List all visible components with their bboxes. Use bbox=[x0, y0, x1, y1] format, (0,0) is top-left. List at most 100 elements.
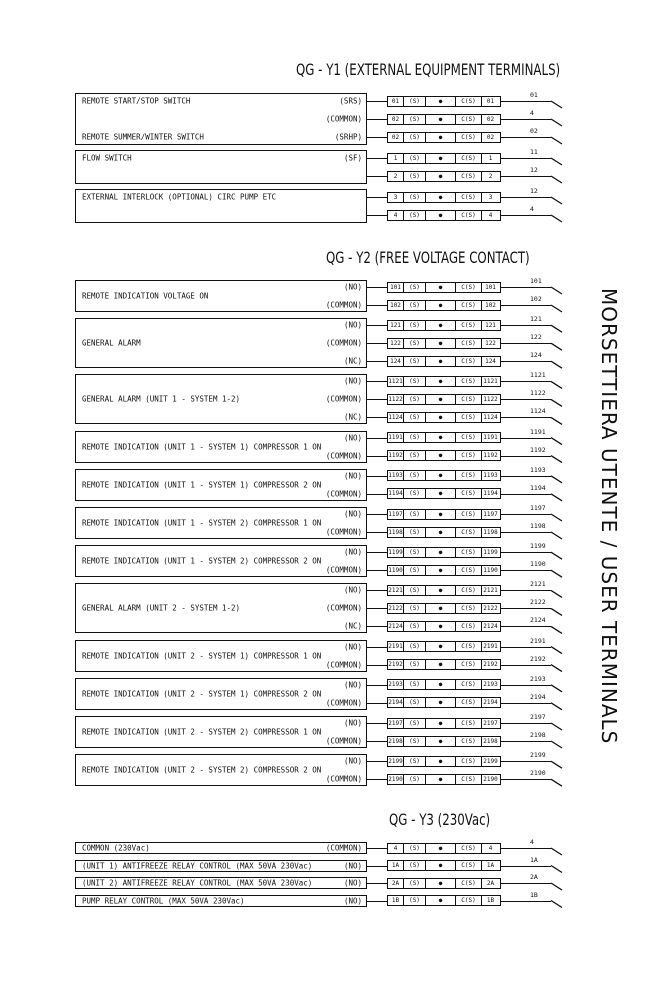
title-y3: QG - Y3 (230Vac) bbox=[389, 810, 491, 829]
terminal-number-out: 2122 bbox=[483, 604, 498, 612]
wire-line bbox=[501, 305, 551, 306]
connector-line bbox=[367, 493, 387, 495]
fuse-symbol: (S) bbox=[404, 565, 426, 575]
terminal-number: 1192 bbox=[388, 451, 404, 461]
wire-number: 102 bbox=[530, 295, 542, 303]
connector-line bbox=[367, 305, 387, 306]
terminal-number-out: 2191 bbox=[483, 643, 498, 651]
wire-line bbox=[501, 475, 551, 477]
group-box bbox=[75, 716, 367, 748]
wire-line bbox=[501, 590, 551, 592]
link-dot: ● bbox=[426, 96, 456, 106]
link-dot: ● bbox=[426, 621, 456, 631]
wire-line bbox=[501, 493, 551, 495]
fuse-symbol: (S) bbox=[404, 878, 426, 888]
link-dot: ● bbox=[426, 356, 456, 366]
wire-number: 2191 bbox=[530, 636, 546, 645]
terminal-block: 1199(S)●C(S)1199 bbox=[387, 546, 501, 558]
terminal-block: 2121(S)●C(S)2121 bbox=[387, 584, 501, 596]
link-dot: ● bbox=[426, 756, 456, 766]
group-label: REMOTE INDICATION (UNIT 2 - SYSTEM 2) CO… bbox=[82, 727, 322, 737]
link-dot: ● bbox=[426, 171, 456, 181]
wire-number: 2197 bbox=[530, 713, 546, 721]
connector-line bbox=[367, 437, 387, 439]
terminal-number: 2190 bbox=[388, 774, 404, 784]
signal-label: (COMMON) bbox=[325, 774, 362, 784]
terminal-block: 101(S)●C(S)101 bbox=[387, 281, 501, 293]
terminal-block: 1191(S)●C(S)1191 bbox=[387, 432, 501, 444]
fuse-symbol: (S) bbox=[404, 660, 426, 670]
connector-line bbox=[367, 514, 387, 515]
signal-label: (NO) bbox=[343, 376, 362, 386]
link-symbol: C(S) bbox=[456, 527, 482, 537]
group-box bbox=[75, 894, 367, 907]
terminal-number: 1193 bbox=[388, 471, 404, 481]
group-label: PUMP RELAY CONTROL (MAX 50VA 230Vac) bbox=[82, 896, 245, 905]
link-symbol: C(S) bbox=[456, 192, 482, 202]
link-symbol: C(S) bbox=[456, 878, 482, 888]
wire-number: 1199 bbox=[530, 542, 546, 551]
connector-line bbox=[367, 552, 387, 554]
terminal-number-out: 2198 bbox=[483, 737, 498, 745]
wire-number: 101 bbox=[530, 277, 542, 285]
terminal-number: 2A bbox=[388, 878, 404, 888]
link-symbol: C(S) bbox=[456, 896, 482, 905]
wire-line bbox=[501, 570, 551, 572]
wire-number: 1198 bbox=[530, 522, 546, 530]
link-symbol: C(S) bbox=[456, 585, 482, 595]
terminal-block: 2191(S)●C(S)2191 bbox=[387, 641, 501, 653]
link-symbol: C(S) bbox=[456, 300, 482, 310]
terminal-number-out: 121 bbox=[485, 321, 496, 329]
signal-label: (NO) bbox=[343, 642, 362, 652]
link-symbol: C(S) bbox=[456, 433, 482, 443]
wire-number: 1194 bbox=[530, 483, 546, 492]
link-symbol: C(S) bbox=[456, 736, 482, 746]
wire-number: 1193 bbox=[530, 465, 546, 474]
connector-line bbox=[367, 176, 387, 177]
group-box bbox=[75, 842, 367, 854]
signal-label: (SRHP) bbox=[334, 132, 362, 142]
link-dot: ● bbox=[426, 433, 456, 443]
wire-number: 12 bbox=[530, 187, 538, 195]
connector-line bbox=[367, 101, 387, 102]
link-dot: ● bbox=[426, 210, 456, 220]
link-symbol: C(S) bbox=[456, 338, 482, 348]
signal-label: (COMMON) bbox=[325, 660, 362, 670]
wire-line bbox=[501, 883, 551, 884]
connector-line bbox=[367, 361, 387, 363]
signal-label: (SRS) bbox=[339, 96, 362, 106]
group-box bbox=[75, 280, 367, 312]
wire-number: 2122 bbox=[530, 598, 546, 607]
terminal-block: 2A(S)●C(S)2A bbox=[387, 877, 501, 889]
terminal-number-out: 01 bbox=[486, 97, 495, 105]
terminal-number: 1199 bbox=[388, 547, 404, 557]
signal-label: (COMMON) bbox=[325, 451, 362, 461]
link-dot: ● bbox=[426, 509, 456, 519]
connector-line bbox=[367, 608, 387, 610]
connector-line bbox=[367, 570, 387, 572]
wire-number: 1122 bbox=[530, 389, 546, 398]
link-symbol: C(S) bbox=[456, 861, 482, 870]
group-box bbox=[75, 150, 367, 184]
terminal-number: 102 bbox=[388, 300, 404, 310]
fuse-symbol: (S) bbox=[404, 376, 426, 386]
fuse-symbol: (S) bbox=[404, 756, 426, 766]
group-label: REMOTE INDICATION (UNIT 2 - SYSTEM 2) CO… bbox=[82, 765, 322, 775]
wire-number: 2121 bbox=[530, 580, 546, 589]
terminal-number-out: 1190 bbox=[483, 566, 498, 574]
terminal-number-out: 2194 bbox=[483, 699, 498, 707]
terminal-block: 1B(S)●C(S)1B bbox=[387, 895, 501, 906]
fuse-symbol: (S) bbox=[404, 356, 426, 366]
terminal-number: 1 bbox=[388, 153, 404, 163]
group-box bbox=[75, 639, 367, 672]
wire-line bbox=[501, 176, 551, 177]
